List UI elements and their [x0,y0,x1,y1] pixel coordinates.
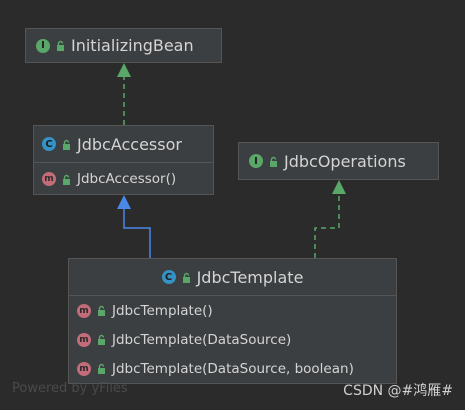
node-jdbcaccessor[interactable]: C JdbcAccessor m JdbcAccessor() [33,125,214,195]
lock-icon [57,40,64,51]
method-row[interactable]: m JdbcAccessor() [34,163,213,195]
method-row[interactable]: m JdbcTemplate(DataSource, boolean) [69,354,396,383]
method-icon: m [77,361,91,376]
node-title: JdbcAccessor [77,134,182,154]
node-title: JdbcTemplate [196,267,304,287]
class-icon: C [161,270,176,284]
yfiles-watermark: Powered by yFiles [12,381,128,396]
node-initializingbean[interactable]: I InitializingBean [25,28,222,63]
arrowhead-initializingbean [117,63,131,77]
method-icon: m [77,332,91,347]
method-name: JdbcTemplate(DataSource, boolean) [112,360,354,377]
method-name: JdbcTemplate(DataSource) [112,331,292,348]
lock-icon [98,305,105,316]
node-jdbcoperations[interactable]: I JdbcOperations [238,142,439,180]
arrowhead-operations [332,180,346,194]
method-row[interactable]: m JdbcTemplate(DataSource) [69,325,396,354]
csdn-credit: CSDN @#鸿雁# [343,383,453,399]
node-title: JdbcOperations [284,151,406,171]
lock-icon [98,363,105,374]
lock-icon [182,272,190,283]
arrowhead-accessor [117,195,131,209]
node-jdbctemplate[interactable]: C JdbcTemplate m JdbcTemplate() m JdbcTe… [68,258,397,384]
node-title: InitializingBean [71,36,194,55]
method-row[interactable]: m JdbcTemplate() [69,296,396,325]
lock-icon [98,334,105,345]
edge-template-extends-accessor [123,209,151,258]
method-icon: m [77,303,91,318]
method-name: JdbcTemplate() [112,302,213,319]
lock-icon [270,156,277,167]
method-name: JdbcAccessor() [77,171,177,187]
lock-icon [63,174,70,185]
interface-icon: I [249,154,263,168]
edge-template-implements-operations [314,194,340,258]
method-icon: m [42,172,56,186]
abstract-class-icon: C [42,137,56,151]
interface-icon: I [36,38,50,53]
lock-icon [63,139,70,150]
